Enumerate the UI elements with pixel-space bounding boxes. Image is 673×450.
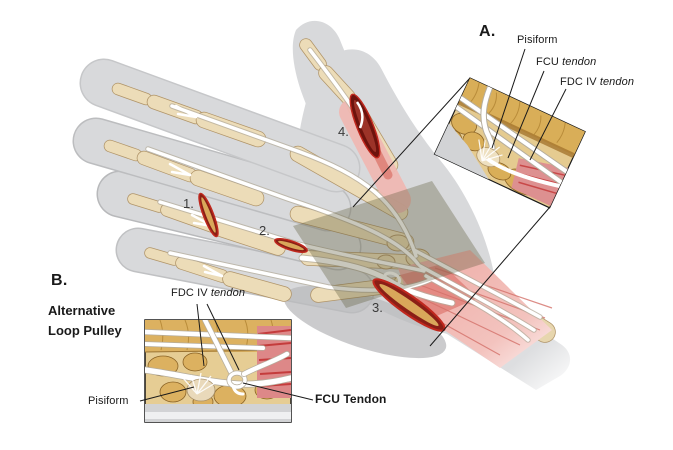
tendon-finger2 — [146, 147, 420, 266]
panel-a-fdc-qualifier: tendon — [599, 76, 635, 88]
panel-a-fcu-name: FCU — [536, 56, 559, 68]
panel-a-label-pisiform: Pisiform — [517, 34, 558, 46]
panel-b-title-line2: Loop Pulley — [48, 322, 122, 338]
tendon-forearm3 — [424, 274, 530, 342]
inset-b — [144, 319, 292, 423]
tendon-forearm2 — [418, 264, 536, 332]
incision-4 — [349, 93, 381, 159]
panel-b-label-fdc: FDC IV tendon — [171, 287, 245, 300]
panel-b-label-pisiform: Pisiform — [88, 395, 129, 407]
leader-a-pisiform — [491, 48, 526, 149]
wrist-overlay-band — [293, 181, 485, 308]
leader-b-pisiform — [139, 386, 195, 402]
marker-3: 3. — [372, 300, 383, 315]
panel-a-fdc-name: FDC IV — [560, 76, 597, 88]
wrist-shadow — [283, 285, 447, 359]
leader-a-fcu — [507, 70, 545, 159]
tendon-finger3 — [158, 200, 426, 273]
panel-b-fdc-qualifier: tendon — [210, 287, 246, 299]
panel-a-letter: A. — [479, 23, 496, 40]
incision-3 — [372, 278, 446, 332]
panel-a-fcu-qualifier: tendon — [562, 56, 597, 68]
incision-1 — [198, 192, 219, 238]
panel-b-fdc-name: FDC IV — [171, 287, 208, 299]
leader-b-fdc-left — [196, 303, 205, 367]
leader-b-fcu — [242, 382, 314, 401]
incision-2 — [274, 237, 308, 254]
label-leader-lines — [139, 48, 567, 402]
forearm-muscle-core — [400, 264, 478, 318]
inset-a-content — [434, 78, 586, 206]
leader-a-fdc — [529, 88, 567, 161]
inset-b-fdc-tendon-descending — [202, 320, 234, 375]
inset-b-loop-pulley — [227, 371, 247, 389]
inset-a — [433, 77, 586, 209]
panel-a-label-fdc: FDC IV tendon — [560, 76, 634, 89]
inset-b-content — [145, 320, 291, 422]
panel-b-title-line1: Alternative — [48, 303, 116, 318]
panel-b-letter: B. — [51, 272, 68, 289]
marker-4: 4. — [338, 124, 349, 139]
panel-a-label-fcu: FCU tendon — [536, 56, 596, 69]
leader-b-fdc-right — [206, 303, 240, 371]
panel-b-label-fcu: FCU Tendon — [315, 392, 387, 406]
inset-b-fcu-tendon — [145, 367, 291, 387]
inset-b-pisiform-bone — [186, 378, 216, 402]
inset-a-callout-lines — [352, 77, 550, 347]
marker-1: 1. — [183, 196, 194, 211]
fcu-tendon-main — [299, 255, 455, 306]
tendon-forearm1 — [412, 248, 542, 319]
panel-b-title: Alternative Loop Pulley — [48, 301, 122, 340]
incisions — [198, 93, 446, 332]
marker-2: 2. — [259, 223, 270, 238]
